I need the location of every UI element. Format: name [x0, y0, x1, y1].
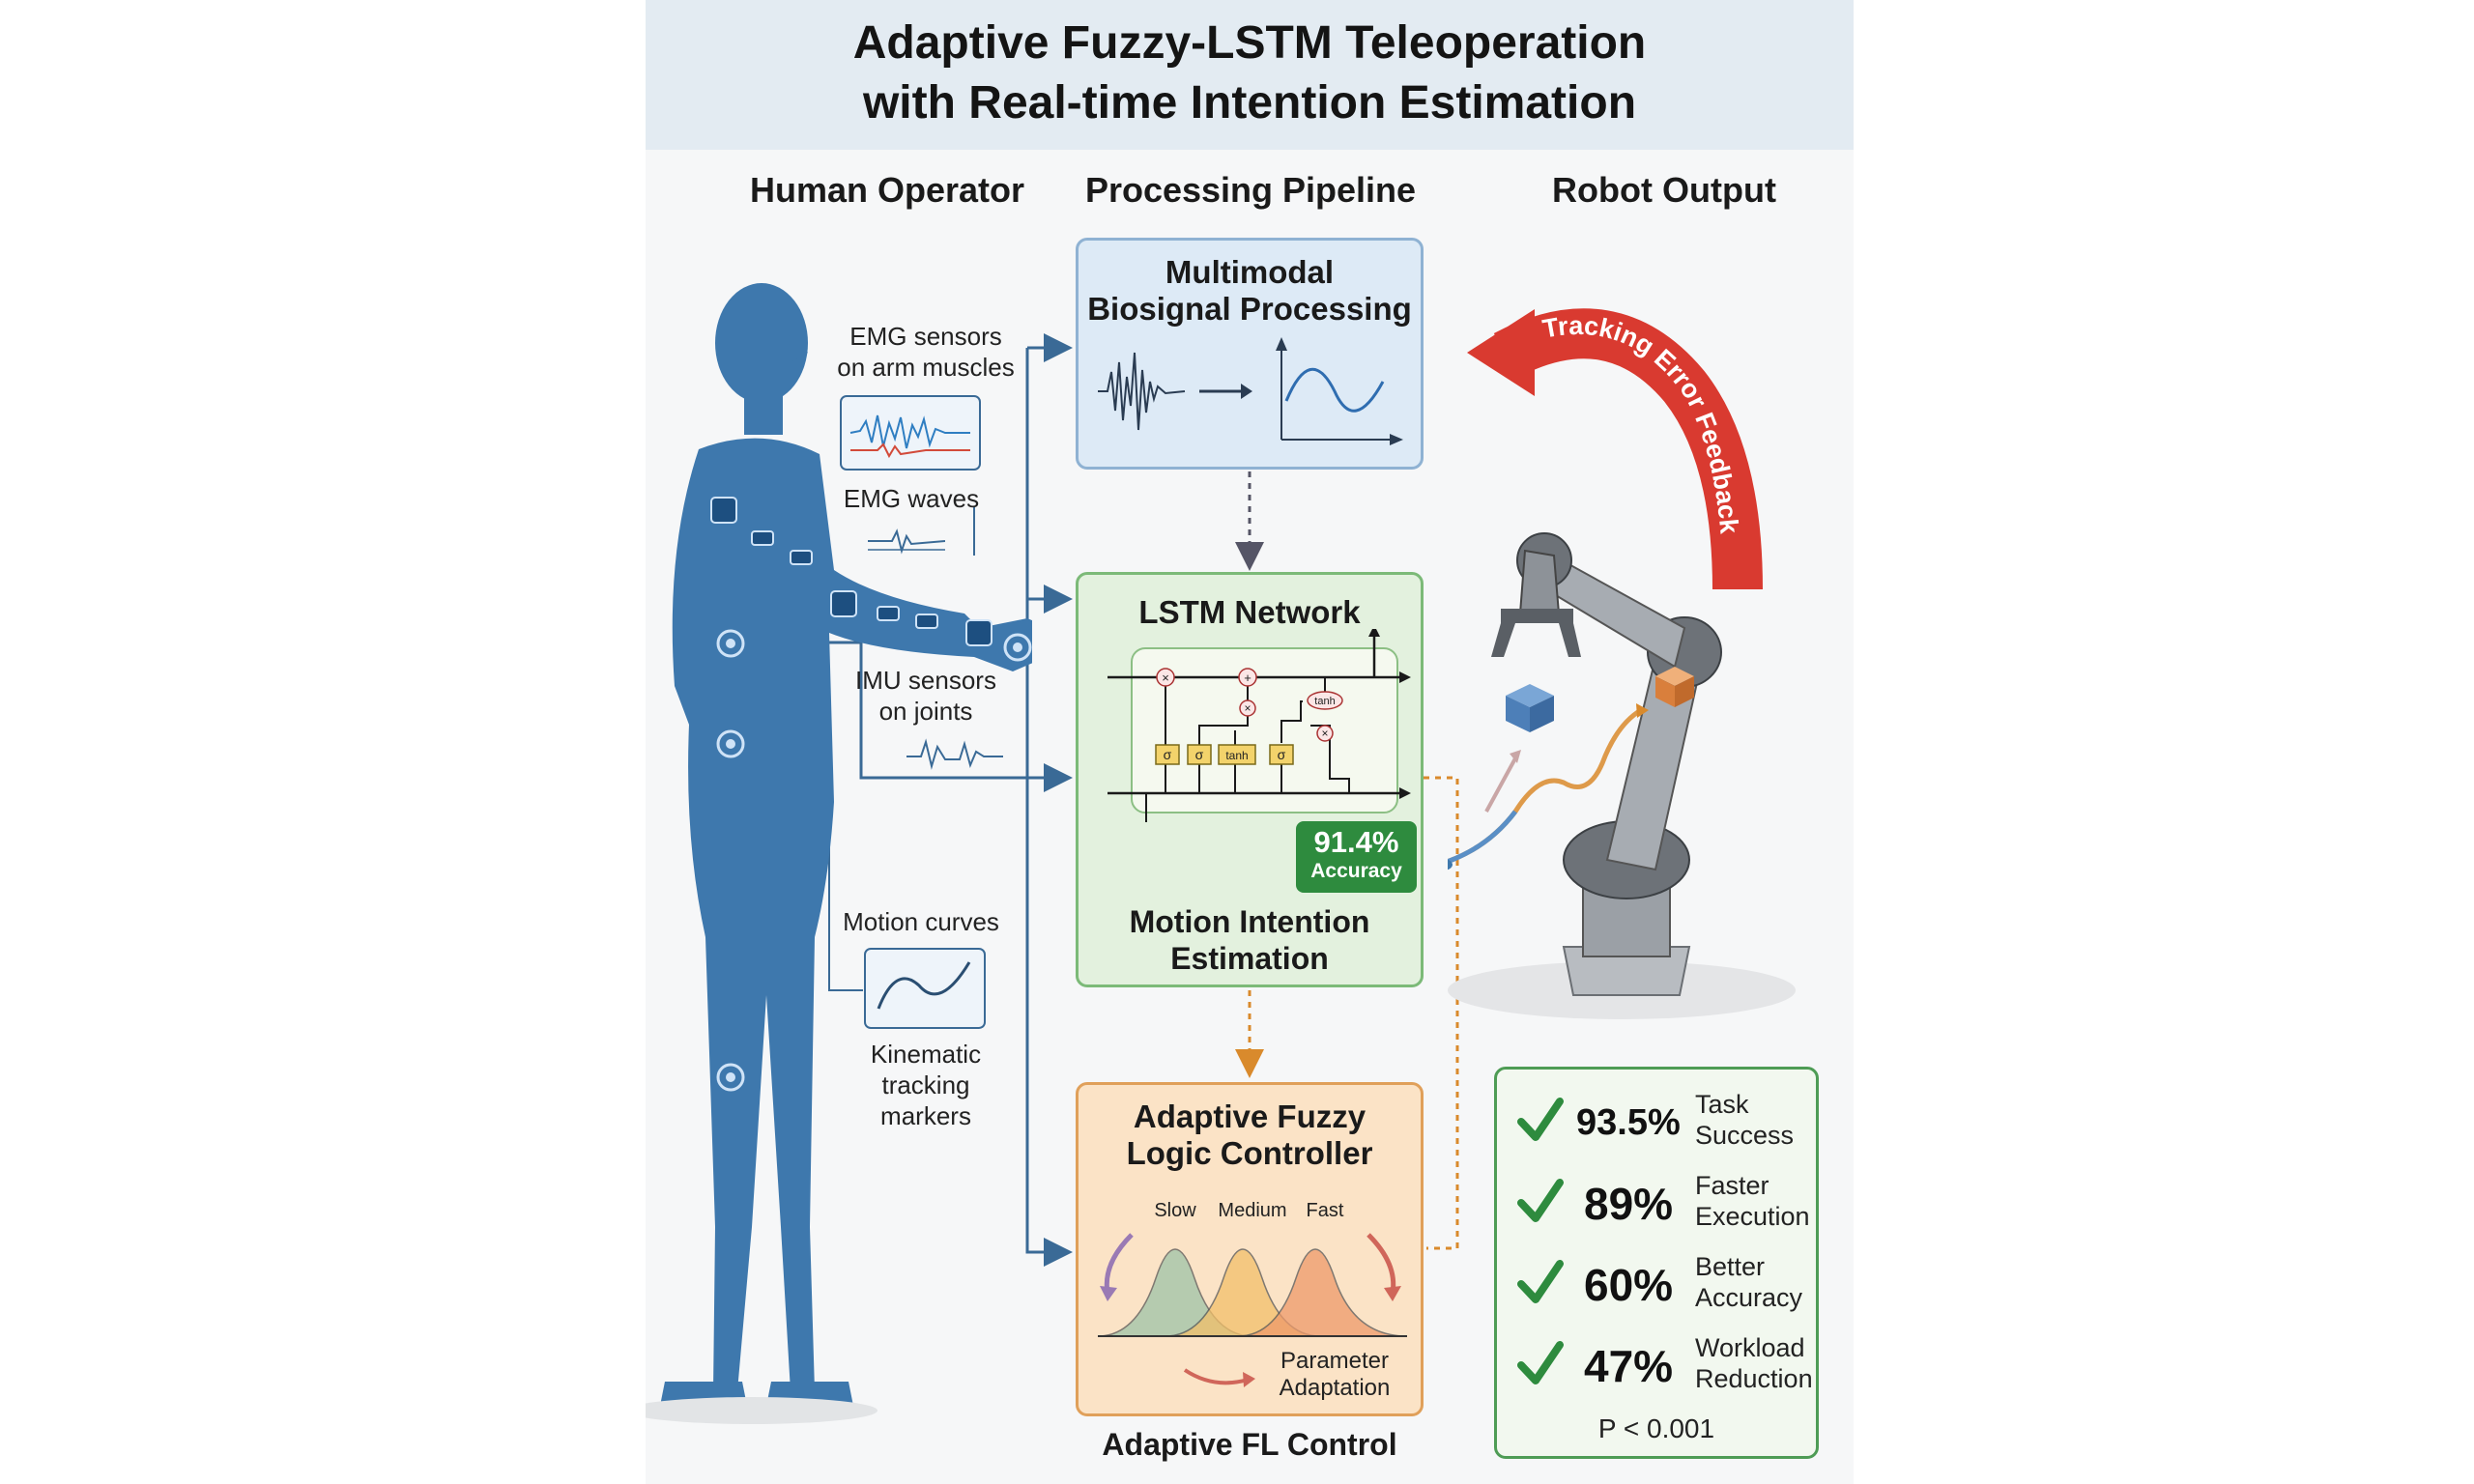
title-line-2: with Real-time Intention Estimation: [862, 77, 1637, 128]
emg-sensors-label: EMG sensors on arm muscles: [810, 321, 1042, 383]
multimodal-title-1: Multimodal: [1165, 254, 1335, 290]
metric-value-0: 93.5%: [1576, 1102, 1681, 1143]
p-value: P < 0.001: [1597, 1413, 1715, 1443]
lstm-gates: σ σ tanh σ: [1155, 744, 1294, 765]
check-icon: [1517, 1179, 1564, 1222]
gate-label-2: tanh: [1225, 749, 1248, 762]
gate-label-1: σ: [1195, 747, 1204, 762]
adapt-right-arrow: [1366, 1233, 1396, 1294]
parameter-adaptation-label: Parameter Adaptation: [1257, 1348, 1412, 1402]
kinematic-line-1: Kinematic: [870, 1040, 982, 1069]
title-banner: Adaptive Fuzzy-LSTM Teleoperation with R…: [646, 0, 1854, 150]
metric-task-success: 93.5% Task Success: [1516, 1089, 1835, 1166]
check-icon: [1517, 1260, 1564, 1303]
accuracy-value: 91.4%: [1313, 825, 1399, 859]
metric-desc-3: Workload Reduction: [1695, 1332, 1813, 1394]
candidate-gate: [1218, 744, 1256, 765]
param-line-2: Adaptation: [1279, 1375, 1391, 1401]
set-slow-label: Slow: [1154, 1200, 1196, 1221]
poster: Adaptive Fuzzy-LSTM Teleoperation with R…: [646, 0, 1854, 1484]
fuzzy-controller-box: Adaptive Fuzzy Logic Controller Slow Med…: [1076, 1082, 1424, 1416]
imu-signal-icon: [906, 738, 1003, 770]
lstm-caption-2: Estimation: [1170, 941, 1329, 976]
metric-faster-execution: 89% Faster Execution: [1516, 1170, 1835, 1247]
lstm-cell-diagram: σ σ tanh σ × + × × tanh: [1108, 629, 1411, 822]
metric-2-line-2: Accuracy: [1695, 1283, 1803, 1312]
feedback-arrow: [1493, 308, 1763, 590]
kinematic-line-3: markers: [880, 1101, 971, 1130]
multimodal-title-2: Biosignal Processing: [1087, 291, 1412, 327]
emg-wave-panel: [840, 395, 981, 471]
lstm-caption-1: Motion Intention: [1129, 904, 1370, 939]
title-line-1: Adaptive Fuzzy-LSTM Teleoperation: [852, 17, 1647, 69]
metric-desc-1: Faster Execution: [1695, 1170, 1810, 1232]
adapt-left-arrow: [1104, 1233, 1134, 1294]
imu-sensors-label: IMU sensors on joints: [839, 665, 1013, 727]
metric-better-accuracy: 60% Better Accuracy: [1516, 1251, 1835, 1328]
param-line-1: Parameter: [1280, 1348, 1390, 1374]
robot-arm-illustration: Tracking Error Feedback: [1448, 308, 1796, 1019]
metric-0-line-2: Success: [1695, 1121, 1795, 1150]
parameter-adaptation-arrow: [1183, 1368, 1249, 1385]
imu-line-2: on joints: [878, 697, 973, 726]
set-fast-label: Fast: [1307, 1200, 1344, 1221]
kinematic-markers-label: Kinematic tracking markers: [839, 1039, 1013, 1131]
motion-curves-label: Motion curves: [843, 907, 999, 936]
check-icon: [1517, 1341, 1564, 1384]
results-panel: 93.5% Task Success 89% Faster Execution …: [1494, 1067, 1819, 1459]
metric-1-line-2: Execution: [1695, 1202, 1810, 1231]
motion-curve-panel: [864, 948, 986, 1029]
column-processing-pipeline: Processing Pipeline: [1084, 170, 1417, 210]
emg-sensors-line-1: EMG sensors: [849, 322, 1002, 351]
fuzzy-title-2: Logic Controller: [1126, 1135, 1373, 1171]
metric-desc-0: Task Success: [1695, 1089, 1794, 1151]
op-label-1: +: [1244, 671, 1251, 685]
multimodal-processing-box: Multimodal Biosignal Processing: [1076, 238, 1424, 470]
emg-waves-label: EMG waves: [843, 484, 980, 513]
op-label-4: tanh: [1314, 696, 1335, 707]
emg-sensor-icon: [710, 497, 737, 524]
input-gate: [1187, 744, 1212, 765]
fuzzy-membership-chart: Slow Medium Fast: [1097, 1200, 1408, 1387]
signal-transform-icon: [1098, 337, 1403, 445]
check-icon: [1517, 1098, 1564, 1141]
column-robot-output: Robot Output: [1552, 170, 1776, 210]
op-label-3: ×: [1321, 727, 1328, 740]
accuracy-label: Accuracy: [1310, 860, 1402, 882]
lstm-network-box: LSTM Network σ σ tanh: [1076, 572, 1424, 987]
emg-sensors-line-2: on arm muscles: [837, 353, 1015, 382]
metric-0-line-1: Task: [1695, 1090, 1749, 1119]
metric-3-line-1: Workload: [1695, 1333, 1805, 1362]
kinematic-line-2: tracking: [881, 1070, 970, 1099]
gate-label-0: σ: [1164, 747, 1172, 762]
fuzzy-caption: Adaptive FL Control: [1102, 1427, 1397, 1462]
metric-value-1: 89%: [1584, 1179, 1674, 1229]
metric-workload-reduction: 47% Workload Reduction: [1516, 1332, 1835, 1410]
op-label-2: ×: [1244, 701, 1251, 715]
fuzzy-title-1: Adaptive Fuzzy: [1133, 1099, 1366, 1134]
emg-small-wave-icon: [868, 528, 945, 555]
forget-gate: [1155, 744, 1180, 765]
imu-line-1: IMU sensors: [855, 666, 996, 695]
metric-desc-2: Better Accuracy: [1695, 1251, 1802, 1313]
gate-label-3: σ: [1278, 747, 1286, 762]
metric-value-2: 60%: [1584, 1260, 1674, 1310]
metric-3-line-2: Reduction: [1695, 1364, 1813, 1393]
metric-1-line-1: Faster: [1695, 1171, 1769, 1200]
column-human-operator: Human Operator: [749, 170, 1025, 210]
metric-value-3: 47%: [1584, 1341, 1674, 1391]
human-figure: [646, 283, 1032, 1424]
lstm-title: LSTM Network: [1138, 594, 1361, 630]
set-medium-label: Medium: [1218, 1200, 1286, 1221]
metric-2-line-1: Better: [1695, 1252, 1766, 1281]
accuracy-badge: 91.4% Accuracy: [1296, 821, 1417, 893]
op-label-0: ×: [1162, 671, 1169, 685]
output-gate: [1269, 744, 1294, 765]
